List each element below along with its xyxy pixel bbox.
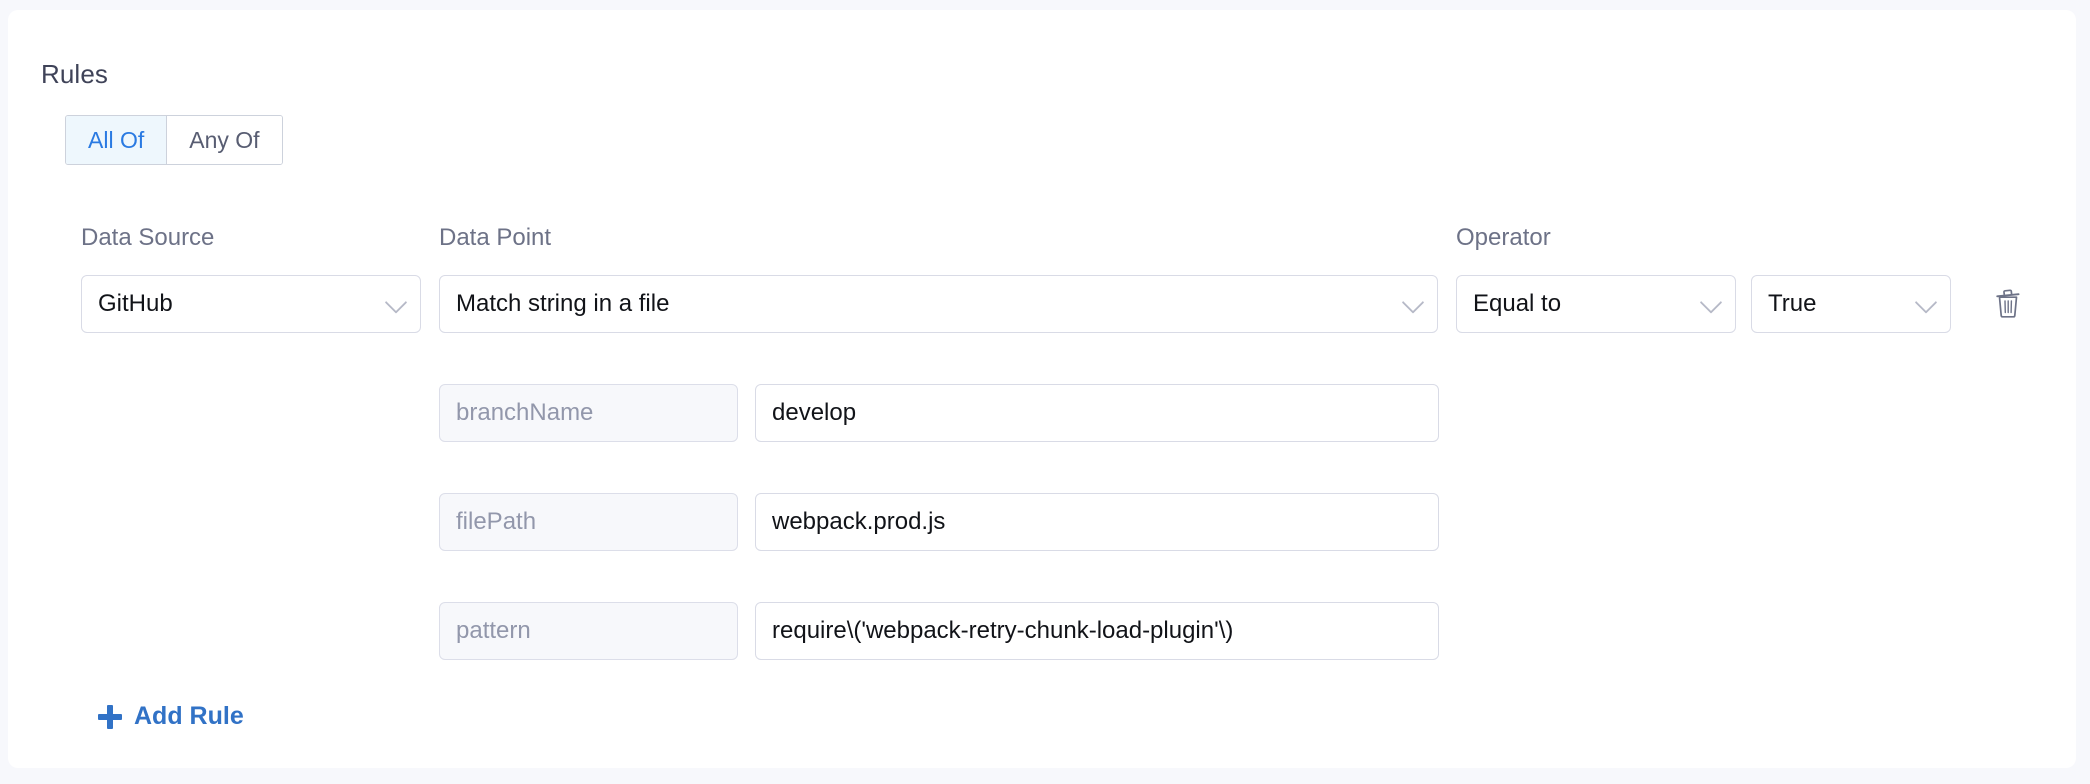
- data-point-value: Match string in a file: [456, 290, 670, 317]
- page-title: Rules: [41, 59, 108, 89]
- operator-select[interactable]: Equal to: [1456, 275, 1736, 333]
- chevron-down-icon: [1914, 291, 1938, 314]
- chevron-down-icon: [1401, 291, 1425, 314]
- parameter-key: filePath: [439, 493, 738, 551]
- delete-rule-button[interactable]: [1986, 282, 2030, 326]
- expected-value-select[interactable]: True: [1751, 275, 1951, 333]
- column-label-data-point: Data Point: [439, 224, 552, 251]
- chevron-down-icon: [384, 291, 408, 314]
- data-source-select[interactable]: GitHub: [81, 275, 421, 333]
- toggle-option-any-of[interactable]: Any Of: [166, 116, 282, 164]
- parameter-key: branchName: [439, 384, 738, 442]
- data-source-value: GitHub: [98, 290, 173, 317]
- toggle-option-all-of[interactable]: All Of: [66, 116, 167, 164]
- rules-card: Rules All Of Any Of Data Source Data Poi…: [8, 10, 2076, 768]
- add-rule-label: Add Rule: [134, 702, 244, 730]
- add-rule-button[interactable]: Add Rule: [98, 702, 244, 731]
- parameter-value-input[interactable]: develop: [755, 384, 1439, 442]
- column-label-operator: Operator: [1456, 224, 1551, 251]
- operator-value: Equal to: [1473, 290, 1562, 317]
- expected-value: True: [1768, 290, 1817, 317]
- match-type-toggle[interactable]: All Of Any Of: [65, 115, 283, 165]
- column-label-data-source: Data Source: [81, 224, 215, 251]
- data-point-select[interactable]: Match string in a file: [439, 275, 1438, 333]
- parameter-key: pattern: [439, 602, 738, 660]
- plus-icon: [98, 704, 122, 729]
- trash-icon: [1993, 287, 2023, 322]
- parameter-value-input[interactable]: require\('webpack-retry-chunk-load-plugi…: [755, 602, 1439, 660]
- chevron-down-icon: [1699, 291, 1723, 314]
- parameter-value-input[interactable]: webpack.prod.js: [755, 493, 1439, 551]
